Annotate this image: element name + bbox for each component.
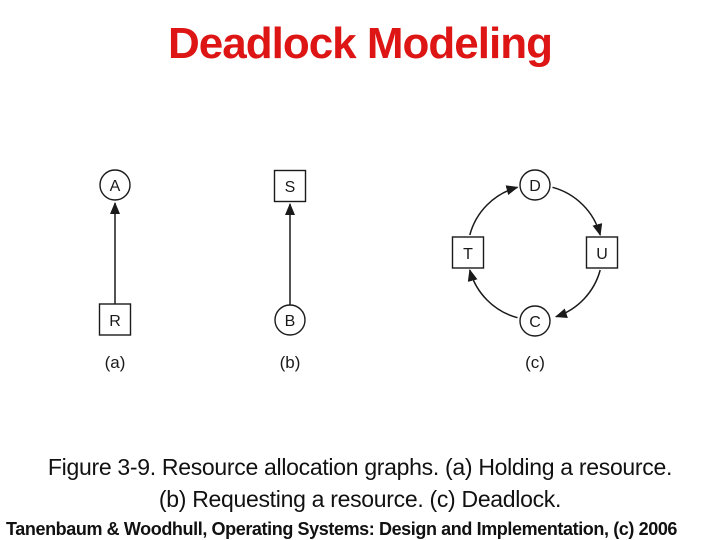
node-T-square <box>451 236 485 269</box>
node-S-label: S <box>285 179 296 196</box>
figure-caption: Figure 3-9. Resource allocation graphs. … <box>0 451 720 515</box>
graph-c-label: (c) <box>525 353 545 372</box>
node-A-label: A <box>110 178 121 195</box>
node-R-label: R <box>109 313 121 330</box>
node-C-circle <box>519 305 551 337</box>
node-B-label: B <box>285 313 296 330</box>
figure-caption-line-1: Figure 3-9. Resource allocation graphs. … <box>47 454 673 480</box>
edge-C-to-T-arc <box>467 269 518 319</box>
edge-D-to-U-arc <box>552 186 603 236</box>
graph-b-label: (b) <box>280 353 301 372</box>
slide-title: Deadlock Modeling <box>168 19 553 68</box>
node-U-label: U <box>596 246 608 263</box>
node-T-label: T <box>463 246 473 263</box>
node-D-label: D <box>529 178 541 195</box>
node-U-square <box>585 236 619 269</box>
graph-b: S B (b) <box>273 169 307 372</box>
edge-T-to-D-arc <box>469 185 519 236</box>
graph-a-label: (a) <box>105 353 126 372</box>
node-C-label: C <box>529 314 541 331</box>
graph-c: D T U C (c) <box>451 169 619 372</box>
node-B-circle <box>274 304 306 336</box>
graph-a: A R (a) <box>98 169 132 372</box>
figure-caption-line-2: (b) Requesting a resource. (c) Deadlock. <box>158 486 562 512</box>
edge-U-to-C-arc <box>554 269 601 319</box>
node-S-square <box>273 169 307 203</box>
node-A-circle <box>99 169 131 201</box>
attribution-text: Tanenbaum & Woodhull, Operating Systems:… <box>6 519 678 539</box>
node-D-circle <box>519 169 551 201</box>
node-R-square <box>98 303 132 336</box>
